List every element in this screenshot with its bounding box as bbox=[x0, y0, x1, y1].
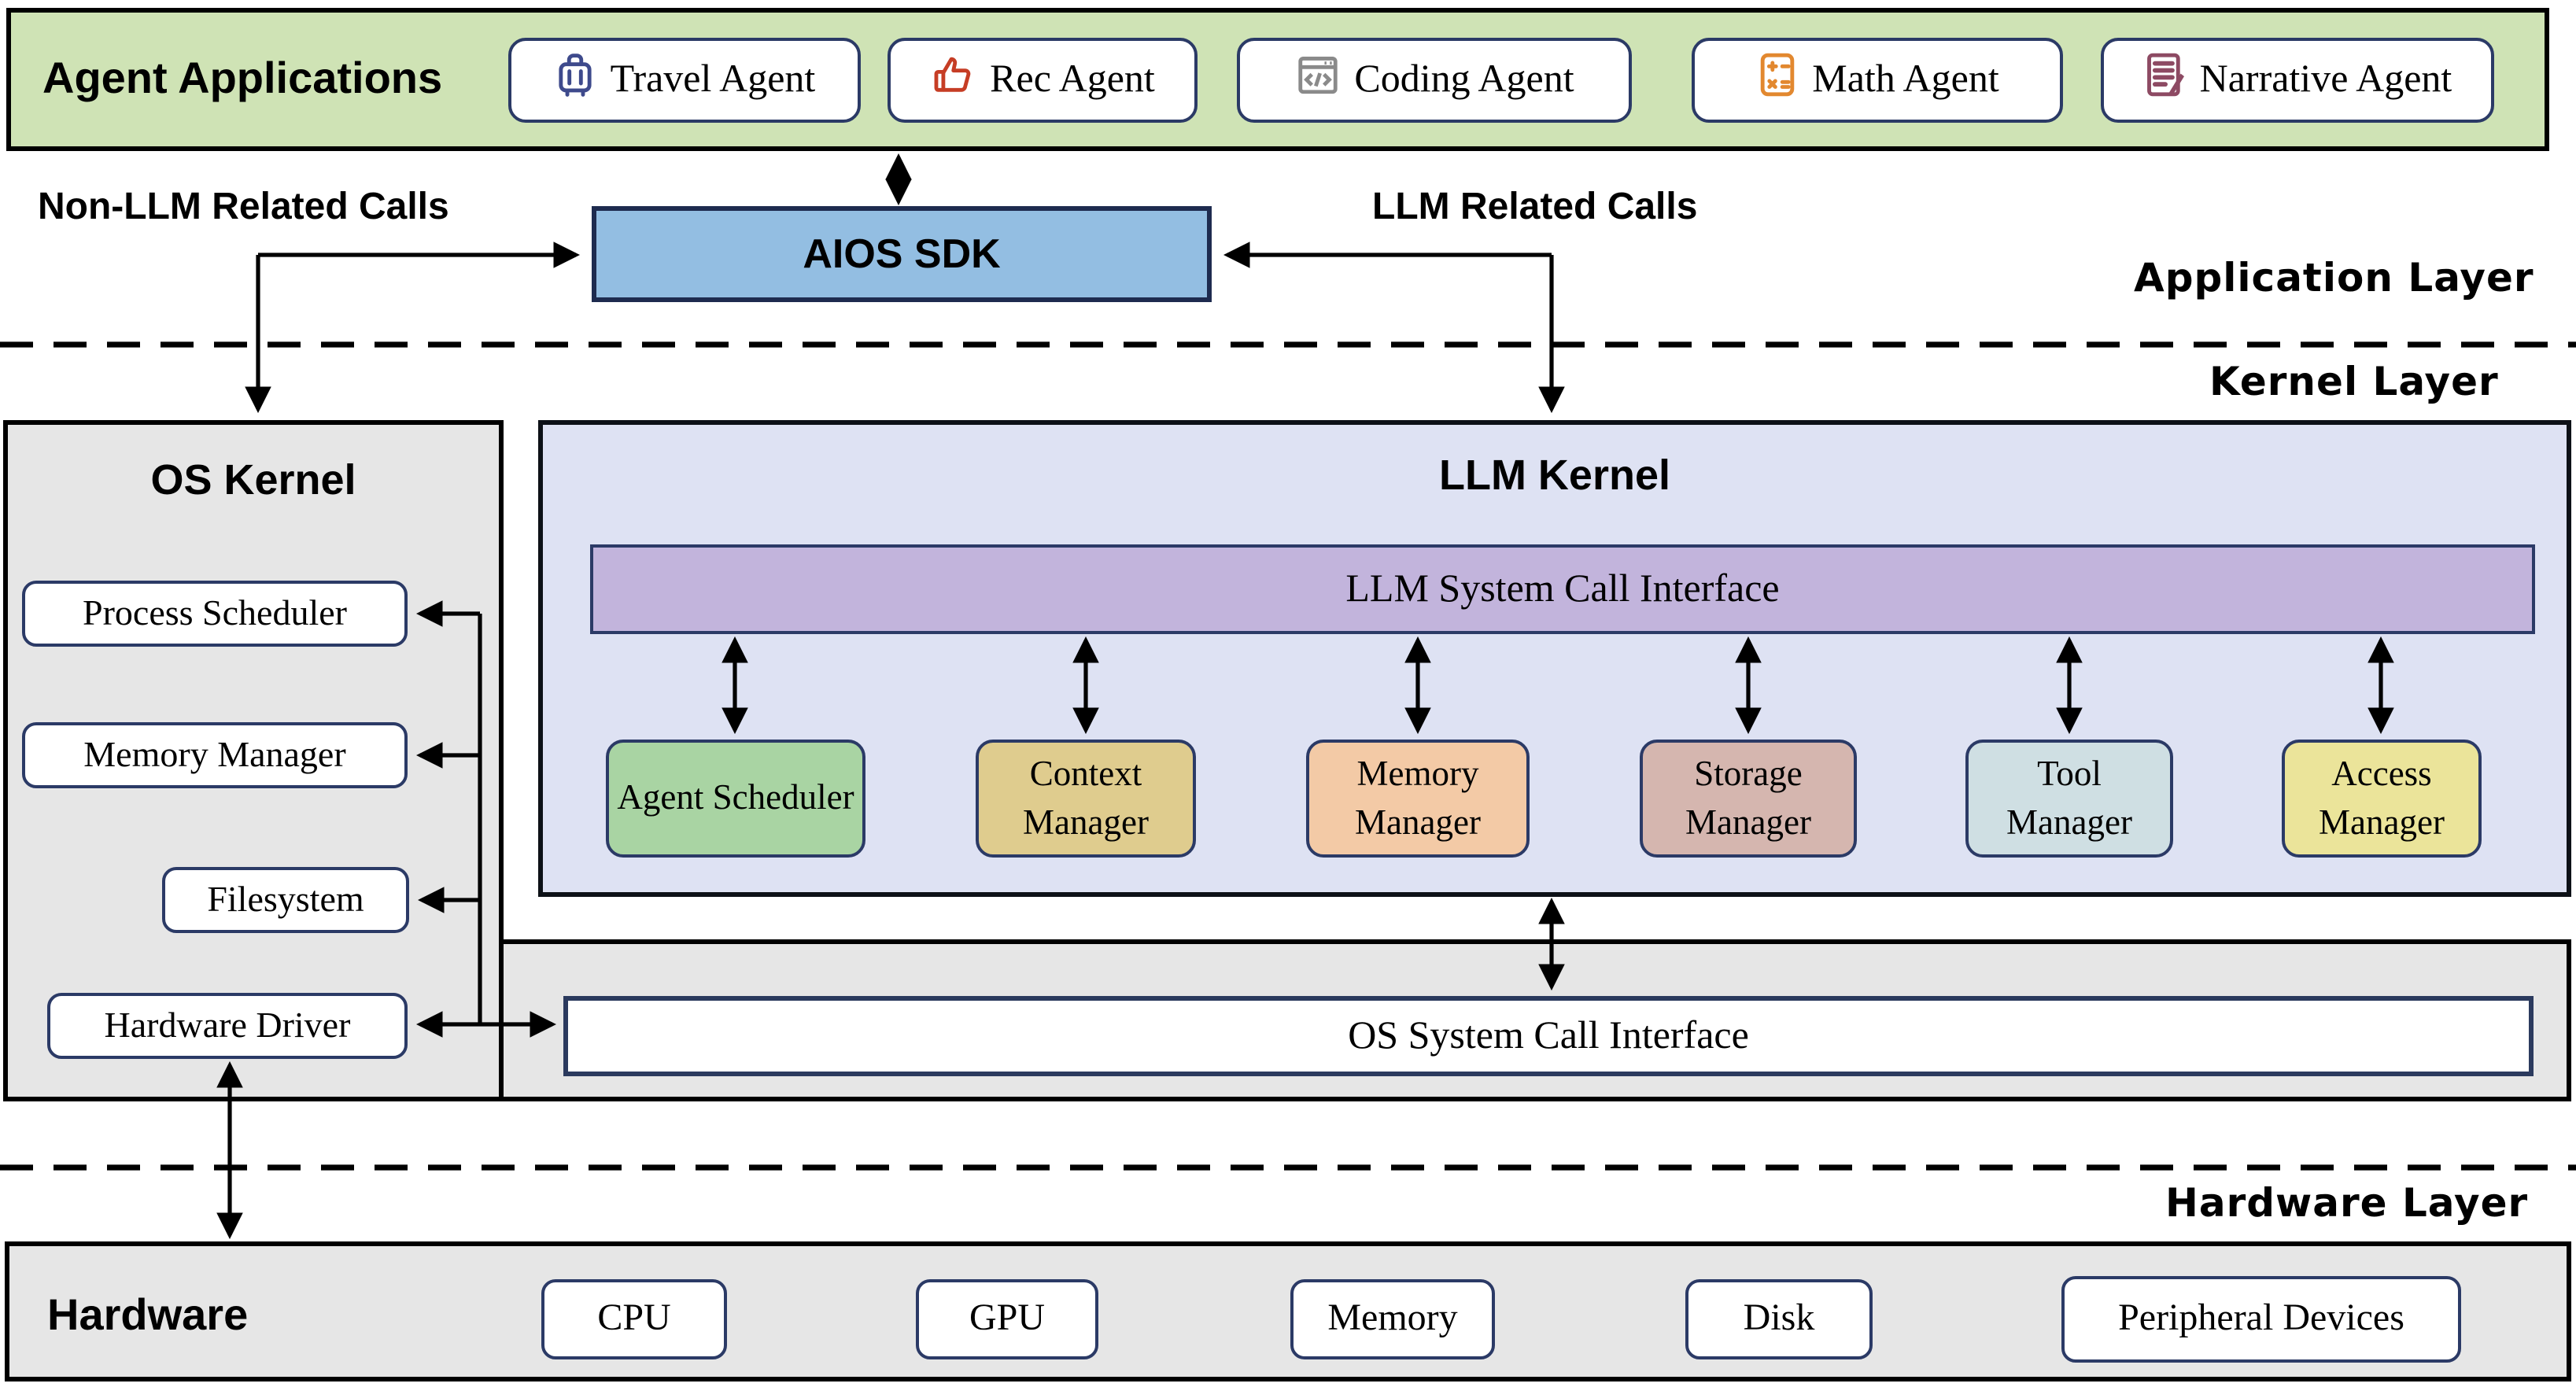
hardware-item-memory: Memory bbox=[1290, 1279, 1495, 1359]
hardware-item-gpu: GPU bbox=[916, 1279, 1098, 1359]
llm-system-call-interface-bar: LLM System Call Interface bbox=[590, 544, 2535, 634]
hardware-title: Hardware bbox=[47, 1290, 249, 1339]
manager-label: Tool Manager bbox=[2006, 754, 2132, 841]
item-label: Memory Manager bbox=[83, 735, 346, 774]
agent-chip-label: Narrative Agent bbox=[2199, 58, 2452, 101]
hardware-item-cpu: CPU bbox=[541, 1279, 727, 1359]
non-llm-calls-label: Non-LLM Related Calls bbox=[38, 186, 449, 228]
aios-sdk-label: AIOS SDK bbox=[803, 230, 1001, 277]
item-label: Filesystem bbox=[207, 880, 364, 919]
item-label: Process Scheduler bbox=[83, 593, 347, 633]
luggage-icon bbox=[554, 50, 596, 110]
agent-chip-label: Rec Agent bbox=[990, 58, 1155, 101]
manager-label: Access Manager bbox=[2319, 754, 2445, 841]
kernel-layer-label: Kernel Layer bbox=[2209, 359, 2499, 404]
agent-chip-label: Coding Agent bbox=[1354, 58, 1574, 101]
os-kernel-item-hardware-driver: Hardware Driver bbox=[47, 993, 408, 1059]
item-label: CPU bbox=[597, 1298, 671, 1339]
hardware-layer-label: Hardware Layer bbox=[2165, 1180, 2529, 1226]
os-kernel-item-process-scheduler: Process Scheduler bbox=[22, 581, 408, 647]
agent-chip-label: Travel Agent bbox=[610, 58, 816, 101]
hardware-item-disk: Disk bbox=[1685, 1279, 1873, 1359]
manager-label: Storage Manager bbox=[1685, 754, 1811, 841]
manager-label: Memory Manager bbox=[1355, 754, 1481, 841]
item-label: Memory bbox=[1327, 1298, 1458, 1339]
manager-label: Agent Scheduler bbox=[617, 777, 854, 817]
agent-chip-coding: Coding Agent bbox=[1237, 38, 1632, 123]
calculator-icon bbox=[1755, 50, 1798, 110]
os-kernel-item-memory-manager: Memory Manager bbox=[22, 722, 408, 788]
item-label: Peripheral Devices bbox=[2118, 1298, 2404, 1339]
agent-chip-rec: Rec Agent bbox=[888, 38, 1198, 123]
agent-applications-title: Agent Applications bbox=[42, 53, 443, 102]
manager-label: Context Manager bbox=[1023, 754, 1149, 841]
agent-chip-label: Math Agent bbox=[1812, 58, 1999, 101]
agent-chip-travel: Travel Agent bbox=[508, 38, 861, 123]
aios-sdk-box: AIOS SDK bbox=[592, 206, 1212, 302]
item-label: Hardware Driver bbox=[104, 1005, 351, 1045]
os-kernel-title: OS Kernel bbox=[150, 456, 356, 504]
os-interface-label: OS System Call Interface bbox=[1348, 1014, 1749, 1057]
agent-chip-math: Math Agent bbox=[1692, 38, 2063, 123]
llm-interface-label: LLM System Call Interface bbox=[1345, 567, 1780, 610]
os-kernel-item-filesystem: Filesystem bbox=[162, 867, 409, 933]
code-window-icon bbox=[1294, 52, 1340, 109]
llm-kernel-title: LLM Kernel bbox=[1438, 452, 1670, 499]
manager-memory-manager: Memory Manager bbox=[1306, 740, 1530, 858]
manager-context-manager: Context Manager bbox=[976, 740, 1196, 858]
os-system-call-interface-box: OS System Call Interface bbox=[563, 996, 2534, 1076]
item-label: GPU bbox=[969, 1298, 1045, 1339]
hardware-item-peripheral-devices: Peripheral Devices bbox=[2061, 1276, 2461, 1363]
manager-tool-manager: Tool Manager bbox=[1965, 740, 2173, 858]
manager-agent-scheduler: Agent Scheduler bbox=[606, 740, 865, 858]
manager-access-manager: Access Manager bbox=[2282, 740, 2482, 858]
document-pen-icon bbox=[2143, 50, 2186, 110]
application-layer-label: Application Layer bbox=[2134, 255, 2534, 301]
agent-chip-narrative: Narrative Agent bbox=[2101, 38, 2494, 123]
item-label: Disk bbox=[1743, 1298, 1815, 1339]
manager-storage-manager: Storage Manager bbox=[1640, 740, 1857, 858]
llm-kernel-box bbox=[538, 420, 2571, 897]
llm-calls-label: LLM Related Calls bbox=[1372, 186, 1698, 228]
thumbs-up-icon bbox=[930, 52, 976, 109]
